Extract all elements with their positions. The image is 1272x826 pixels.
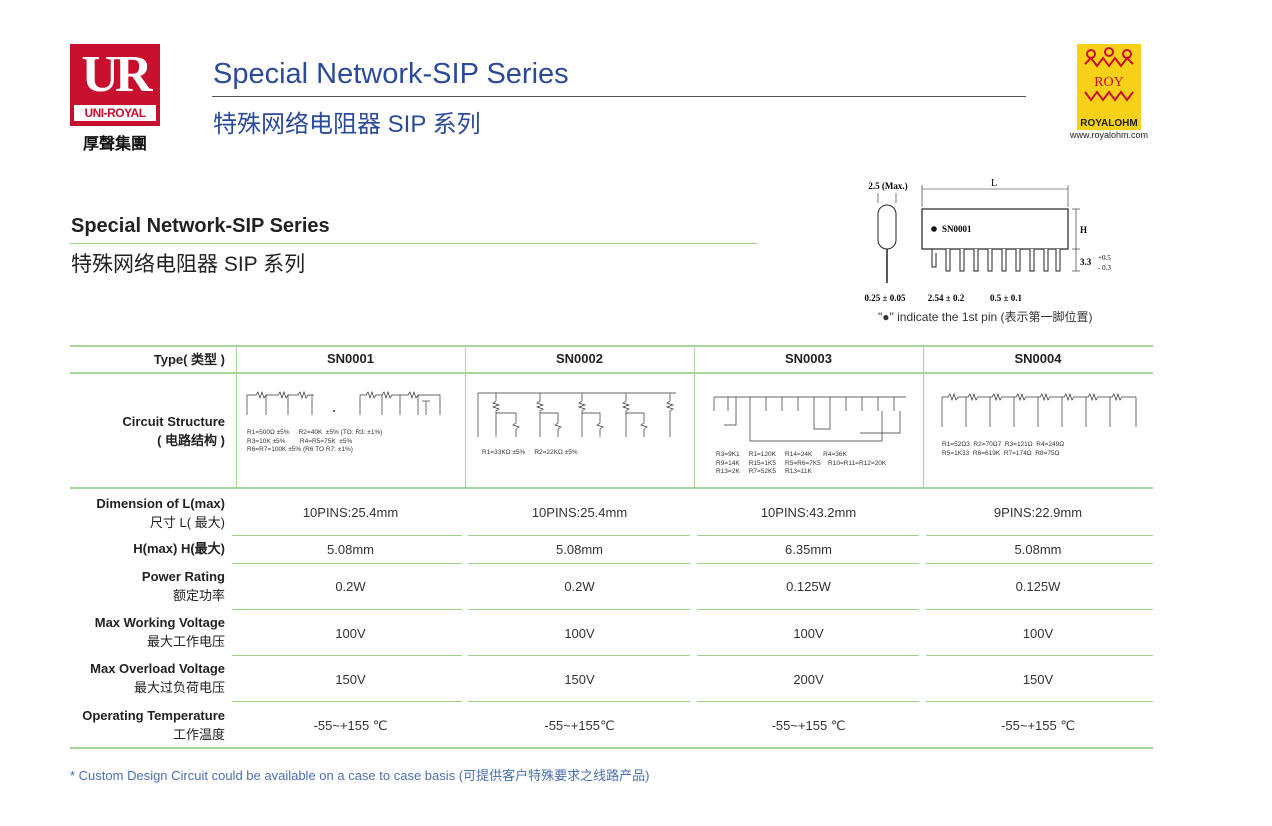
height-sn0002: 5.08mm (556, 542, 603, 557)
page-title-cn: 特殊网络电阻器 SIP 系列 (213, 111, 481, 138)
royalohm-url[interactable]: www.royalohm.com (1069, 130, 1149, 140)
royalohm-logo: ROY (1077, 44, 1141, 130)
temperature-sn0002: -55~+155℃ (544, 718, 615, 733)
working-voltage-sn0002: 100V (564, 626, 595, 641)
overload-voltage-sn0004: 150V (1022, 672, 1054, 687)
pin1-caption: "●" indicate the 1st pin (表示第一脚位置) (878, 310, 1093, 324)
dim-pitch: 2.54 ± 0.2 (928, 293, 965, 303)
row-label-overload-voltage: Max Overload Voltage 最大过负荷电压 (90, 661, 225, 695)
table-rule (70, 372, 1153, 374)
temperature-sn0003: -55~+155 ℃ (771, 718, 846, 733)
header-divider (212, 96, 1026, 97)
dim-lead-length: 3.3 (1080, 257, 1092, 267)
royalohm-brand: ROYALOHM (1080, 118, 1138, 129)
spec-table: Type( 类型 ) SN0001 SN0002 SN0003 SN0004 C… (70, 345, 1153, 750)
height-sn0004: 5.08mm (1014, 542, 1062, 557)
circuit-note-sn0003: R3=9K1 R1=120K R14=24K R4=36K R9=14K R15… (716, 451, 887, 475)
type-sn0003: SN0003 (785, 351, 832, 366)
type-header-label: Type( 类型 ) (153, 352, 225, 367)
power-sn0002: 0.2W (564, 579, 595, 594)
working-voltage-sn0001: 100V (335, 626, 366, 641)
dimension-sn0001: 10PINS:25.4mm (302, 505, 399, 520)
part-marking: SN0001 (942, 224, 972, 234)
power-sn0004: 0.125W (1015, 579, 1061, 594)
type-sn0002: SN0002 (556, 351, 603, 366)
power-sn0003: 0.125W (786, 579, 831, 594)
circuit-note-sn0002: R1=33KΩ ±5% R2=22KΩ ±5% (482, 449, 578, 456)
dim-lead-tol-minus: - 0.3 (1098, 264, 1111, 272)
dim-length: L (991, 178, 997, 189)
working-voltage-sn0004: 100V (1022, 626, 1054, 641)
page-title: Special Network-SIP Series (213, 58, 569, 90)
overload-voltage-sn0003: 200V (793, 672, 824, 687)
row-label-temperature: Operating Temperature 工作温度 (82, 708, 225, 742)
circuit-sn0003: R3=9K1 R1=120K R14=24K R4=36K R9=14K R15… (710, 385, 910, 475)
temperature-sn0004: -55~+155 ℃ (1001, 718, 1075, 733)
row-label-working-voltage: Max Working Voltage 最大工作电压 (94, 615, 225, 649)
row-label-dimension: Dimension of L(max) 尺寸 L( 最大) (96, 496, 225, 530)
circuit-sn0001: R1=500Ω ±5% R2=40K ±5% (TO: R3: ±1%) R3=… (242, 381, 452, 453)
dimension-sn0003: 10PINS:43.2mm (760, 505, 857, 520)
dim-lead-width: 0.25 ± 0.05 (865, 293, 906, 303)
uniroyal-logo: UR UNI-ROYAL 厚聲集團 (70, 44, 160, 154)
working-voltage-sn0003: 100V (793, 626, 824, 641)
overload-voltage-sn0001: 150V (335, 672, 366, 687)
circuit-label: Circuit Structure ( 电路结构 ) (122, 414, 225, 448)
crown-icon: ROY (1084, 47, 1134, 102)
table-rule (70, 487, 1153, 489)
row-label-power: Power Rating 额定功率 (141, 569, 225, 603)
dim-lead-tol-plus: +0.5 (1098, 254, 1111, 262)
table-rule-bottom (70, 747, 1153, 749)
package-drawing: 2.5 (Max.) 0.25 ± 0.05 L SN0001 H 3.3 +0… (858, 175, 1128, 312)
logo-uniroyal-text: UNI-ROYAL (74, 105, 156, 121)
circuit-note-sn0001: R1=500Ω ±5% R2=40K ±5% (TO: R3: ±1%) R3=… (247, 429, 383, 453)
dim-height: H (1080, 225, 1087, 235)
type-sn0004: SN0004 (1014, 351, 1062, 366)
logo-ur-text: UR (81, 46, 152, 103)
dimension-sn0002: 10PINS:25.4mm (531, 505, 628, 520)
height-sn0003: 6.35mm (785, 542, 832, 557)
row-label-height: H(max) H(最大) (133, 541, 225, 556)
temperature-sn0001: -55~+155 ℃ (313, 718, 388, 733)
section-title-cn: 特殊网络电阻器 SIP 系列 (71, 253, 306, 276)
logo-chinese-text: 厚聲集團 (82, 134, 147, 153)
section-title: Special Network-SIP Series (71, 215, 330, 237)
circuit-note-sn0004: R1=52Ω3 R2=70Ω7 R3=121Ω R4=249Ω R5=1K33 … (942, 441, 1065, 457)
circuit-sn0004: R1=52Ω3 R2=70Ω7 R3=121Ω R4=249Ω R5=1K33 … (938, 385, 1148, 457)
type-sn0001: SN0001 (327, 351, 374, 366)
power-sn0001: 0.2W (335, 579, 366, 594)
height-sn0001: 5.08mm (327, 542, 374, 557)
section-divider (70, 243, 757, 244)
overload-voltage-sn0002: 150V (564, 672, 595, 687)
dimension-sn0004: 9PINS:22.9mm (993, 505, 1083, 520)
dim-pin-width: 0.5 ± 0.1 (990, 293, 1022, 303)
circuit-sn0002: R1=33KΩ ±5% R2=22KΩ ±5% (472, 385, 682, 456)
dim-thickness: 2.5 (Max.) (868, 181, 907, 191)
footnote: * Custom Design Circuit could be availab… (70, 768, 650, 783)
table-rule-top (70, 345, 1153, 347)
logo-roy-text: ROY (1094, 75, 1124, 90)
